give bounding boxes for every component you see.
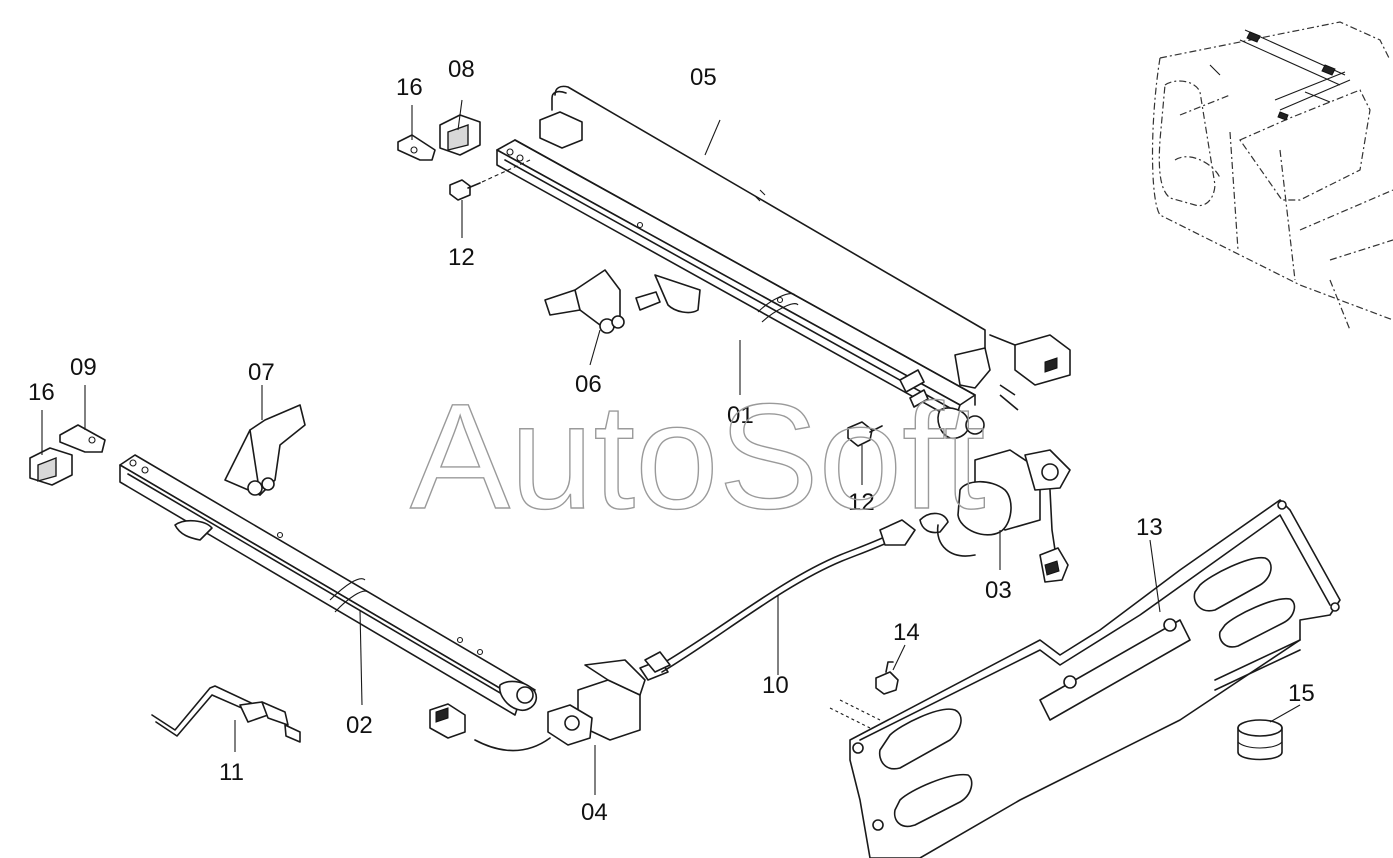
label-14: 14 xyxy=(893,619,920,646)
part-08-spacer-top xyxy=(439,114,481,156)
label-15: 15 xyxy=(1288,680,1315,707)
part-16-plate-top xyxy=(397,134,436,161)
label-12-top: 12 xyxy=(448,244,475,271)
label-03: 03 xyxy=(985,577,1012,604)
part-16-spacer-left xyxy=(29,447,73,486)
part-12-bolt-top xyxy=(449,159,531,201)
part-06-bracket xyxy=(544,269,701,366)
cab-overview xyxy=(1151,21,1393,331)
label-01: 01 xyxy=(727,402,754,429)
part-04-adjuster xyxy=(429,659,669,795)
leader-lines xyxy=(41,99,741,706)
label-13: 13 xyxy=(1136,514,1163,541)
part-03-adjuster xyxy=(919,384,1071,583)
label-16-left: 16 xyxy=(28,379,55,406)
part-02-lower-rail xyxy=(119,454,538,716)
label-06: 06 xyxy=(575,371,602,398)
label-12-middle: 12 xyxy=(848,489,875,516)
part-10-cable xyxy=(644,519,916,675)
part-09-plate-left xyxy=(59,424,106,453)
label-16-top: 16 xyxy=(396,74,423,101)
part-labels: 01 02 03 04 05 06 07 08 09 10 11 12 12 1… xyxy=(28,56,1315,826)
label-02: 02 xyxy=(346,712,373,739)
part-13-base-frame xyxy=(849,499,1341,858)
part-07-bracket xyxy=(224,385,306,496)
part-15-rubber-mount xyxy=(1237,704,1301,761)
part-11-lever xyxy=(151,685,301,752)
label-04: 04 xyxy=(581,799,608,826)
label-07: 07 xyxy=(248,359,275,386)
watermark-text: AutoSoft xyxy=(410,372,985,540)
label-10: 10 xyxy=(762,672,789,699)
label-11: 11 xyxy=(219,759,244,786)
part-14-bolt xyxy=(829,644,906,729)
part-12-bolt-middle xyxy=(847,421,883,485)
part-01-upper-rail xyxy=(496,139,985,440)
label-09: 09 xyxy=(70,354,97,381)
label-05: 05 xyxy=(690,64,717,91)
part-05-harness xyxy=(539,85,1071,389)
label-08: 08 xyxy=(448,56,475,83)
